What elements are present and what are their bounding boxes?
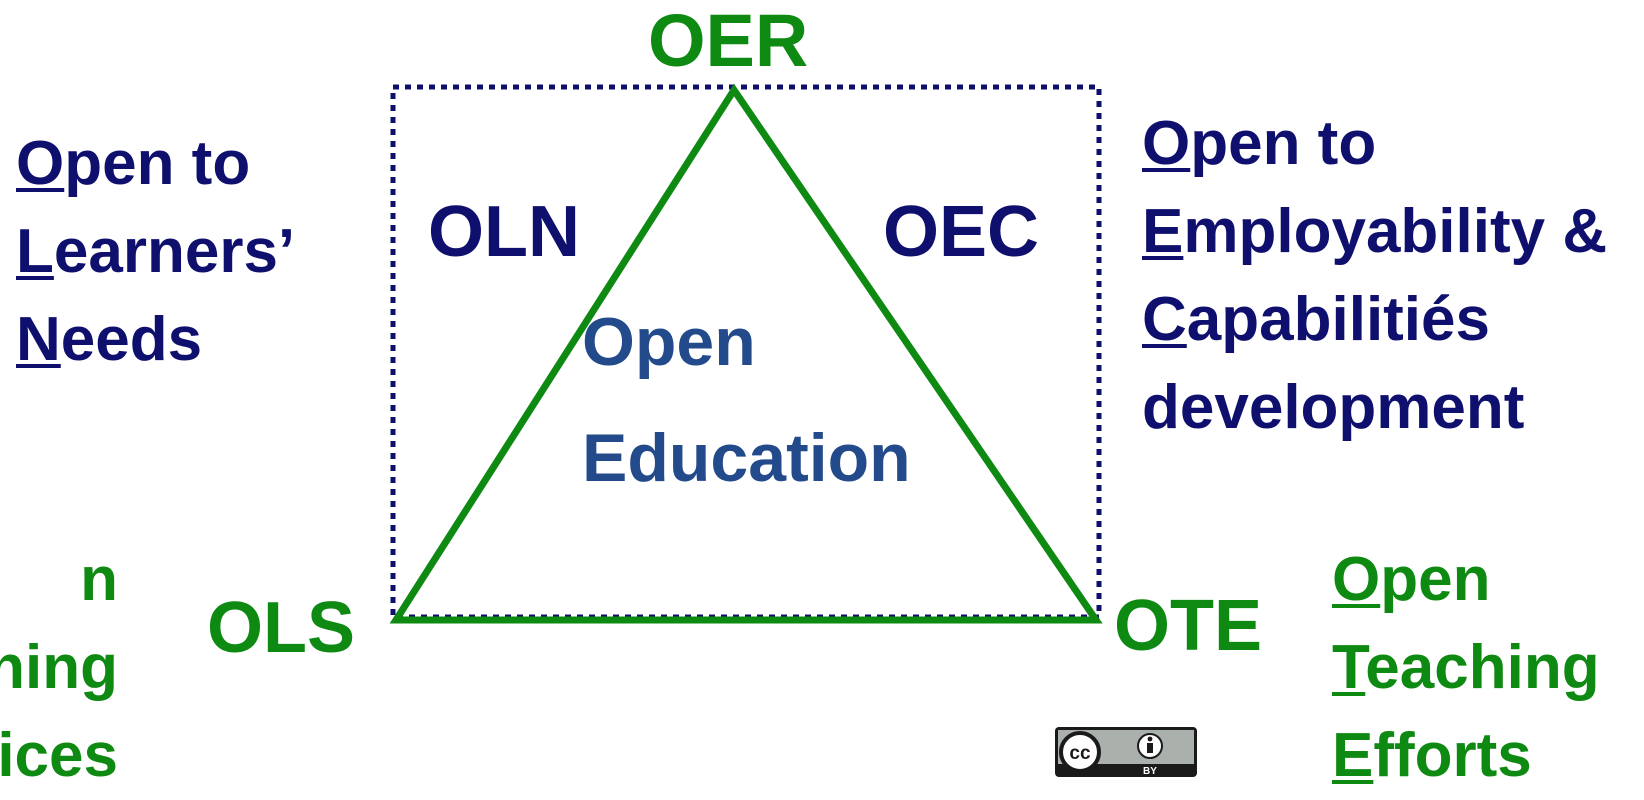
right-description: Open to Employability & Capabilitiés dev… [1142, 100, 1607, 452]
vertex-top-label: OER [648, 0, 809, 82]
bottom-right-description: Open Teaching Efforts [1332, 536, 1600, 800]
left-desc-line-1: Open to [16, 129, 251, 198]
vertex-right-label: OTE [1114, 586, 1263, 666]
left-desc-line-3: Needs [16, 305, 203, 374]
triangle [389, 83, 1103, 624]
by-label: BY [1143, 766, 1157, 777]
right-desc-line-3: Capabilitiés [1142, 285, 1490, 354]
center-line-2: Education [582, 420, 911, 496]
cc-by-license-badge[interactable]: cc BY [1054, 726, 1198, 778]
bottom-left-description: n ning ices [0, 536, 118, 800]
bottom-left-line-3: ices [0, 721, 118, 790]
bottom-right-line-2: Teaching [1332, 633, 1600, 702]
side-left-label: OLN [428, 192, 580, 272]
vertex-left-label: OLS [207, 588, 356, 668]
cc-icon-text: cc [1069, 743, 1091, 764]
bottom-left-line-1: n [80, 545, 118, 614]
center-line-1: Open [582, 304, 756, 380]
bottom-right-line-3: Efforts [1332, 721, 1532, 790]
attribution-icon-head [1147, 736, 1153, 742]
side-right-label: OEC [883, 192, 1040, 272]
bottom-right-line-1: Open [1332, 545, 1491, 614]
center-title: Open Education [582, 284, 911, 516]
bottom-left-line-2: ning [0, 633, 118, 702]
attribution-icon-body [1147, 743, 1153, 753]
right-desc-line-1: Open to [1142, 109, 1377, 178]
right-desc-line-2: Employability & [1142, 197, 1608, 266]
left-desc-line-2: Learners’ [16, 217, 296, 286]
left-description: Open to Learners’ Needs [16, 120, 295, 384]
right-desc-line-4: development [1142, 373, 1525, 442]
cc-icon [1059, 731, 1101, 773]
